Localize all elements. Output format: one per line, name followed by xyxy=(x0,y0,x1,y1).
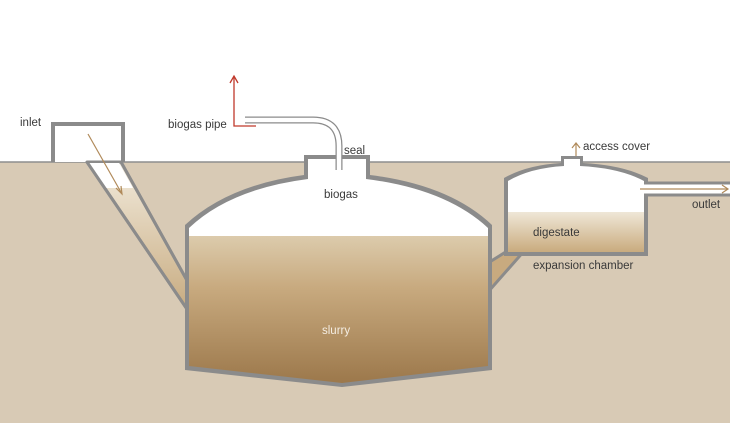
gas-flow-arrowhead xyxy=(229,74,239,84)
digester-slurry xyxy=(189,236,488,383)
outlet-label: outlet xyxy=(692,199,721,211)
expansion-chamber-label: expansion chamber xyxy=(533,260,634,272)
outlet-flow-arrowhead xyxy=(721,184,730,194)
gas-flow-arrow xyxy=(233,77,256,127)
inlet-tank-walls xyxy=(51,122,125,162)
digester-gas-space xyxy=(189,159,488,236)
expansion-chamber-digestate xyxy=(508,212,644,252)
inlet-label: inlet xyxy=(20,117,42,129)
slurry-label: slurry xyxy=(322,325,350,337)
biogas-pipe-bore xyxy=(244,117,342,170)
expansion-chamber-air xyxy=(508,159,644,212)
biogas-label: biogas xyxy=(324,189,358,201)
digestate-label: digestate xyxy=(533,227,580,239)
biogas-pipe-label: biogas pipe xyxy=(168,119,227,131)
inlet-pipe-sides xyxy=(85,161,196,316)
outlet-pipe xyxy=(646,181,730,197)
inlet-flow-arrowhead xyxy=(115,185,123,196)
access-cover-label: access cover xyxy=(583,141,650,153)
inlet-flow-arrow xyxy=(87,133,123,195)
inlet-tank xyxy=(53,124,123,162)
access-cover-arrowhead xyxy=(571,142,581,149)
seal-label: seal xyxy=(344,145,365,157)
